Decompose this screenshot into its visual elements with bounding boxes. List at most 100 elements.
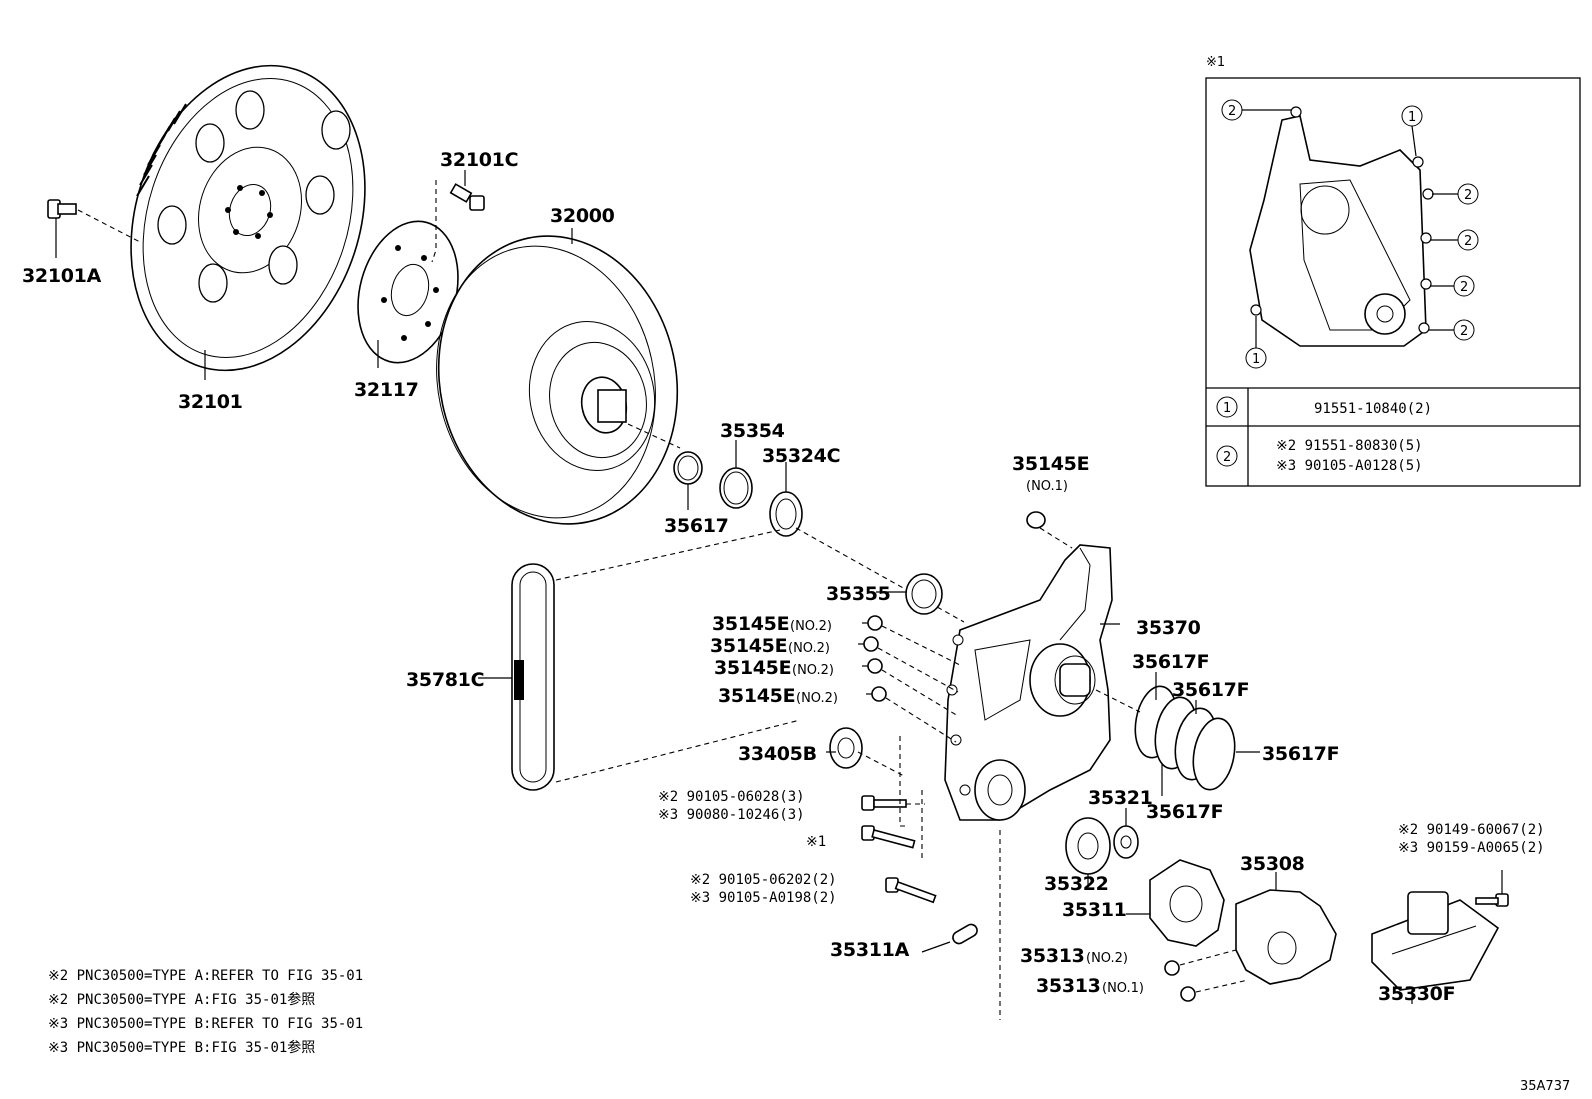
part-labels: 32101A 32101 32117 32101C 32000 35354 35… bbox=[22, 149, 1545, 1005]
callout-2-icon: 2 bbox=[1428, 319, 1475, 341]
callout-2-icon: 2 bbox=[1221, 99, 1292, 121]
label-35311: 35311 bbox=[1062, 899, 1127, 921]
pump-cover-35311[interactable] bbox=[1126, 859, 1225, 947]
label-35313-no1-sub: (NO.1) bbox=[1102, 981, 1144, 996]
label-35617F-4: 35617F bbox=[1146, 801, 1223, 823]
label-32101: 32101 bbox=[178, 391, 243, 413]
inset-panel: ※1 2 bbox=[1205, 55, 1581, 487]
pin-35311A[interactable] bbox=[921, 830, 1001, 1020]
label-35313-no2-sub: (NO.2) bbox=[1086, 951, 1128, 966]
callout-1-icon: 1 bbox=[1245, 316, 1267, 369]
inset-title: ※1 bbox=[1206, 55, 1225, 70]
svg-text:2: 2 bbox=[1460, 324, 1468, 339]
label-35324C: 35324C bbox=[762, 445, 840, 467]
label-bolt-c2: ※3 90105-A0198(2) bbox=[690, 890, 837, 906]
label-35617F-3: 35617F bbox=[1262, 743, 1339, 765]
table-row-2-value-a: ※2 91551-80830(5) bbox=[1276, 438, 1423, 454]
label-35145E-a: 35145E bbox=[712, 613, 789, 635]
callout-1-icon: 1 bbox=[1401, 105, 1423, 157]
inset-table: 1 91551-10840(2) 2 ※2 91551-80830(5) ※3 … bbox=[1216, 396, 1432, 474]
gear-35322[interactable] bbox=[1065, 817, 1111, 888]
table-key-1-icon: 1 bbox=[1216, 396, 1238, 418]
svg-text:2: 2 bbox=[1464, 234, 1472, 249]
bolt-x1[interactable] bbox=[861, 790, 923, 859]
plug-35145E-no1[interactable] bbox=[1026, 511, 1073, 549]
svg-text:1: 1 bbox=[1408, 110, 1416, 125]
inset-pump-drawing bbox=[1249, 106, 1434, 347]
pump-body-35370[interactable] bbox=[944, 544, 1120, 821]
plate-32117[interactable] bbox=[343, 210, 473, 374]
label-35313-no1: 35313 bbox=[1036, 975, 1101, 997]
note-3: ※3 PNC30500=TYPE B:REFER TO FIG 35-01 bbox=[48, 1016, 363, 1032]
label-bolt-d2: ※3 90159-A0065(2) bbox=[1398, 840, 1545, 856]
label-35145E-no1: 35145E bbox=[1012, 453, 1089, 475]
svg-text:1: 1 bbox=[1252, 352, 1260, 367]
svg-text:2: 2 bbox=[1228, 104, 1236, 119]
label-32000: 32000 bbox=[550, 205, 615, 227]
bolt-90105-06028[interactable] bbox=[861, 736, 925, 827]
label-bolt-a1: ※2 90105-06028(3) bbox=[658, 789, 805, 805]
label-bolt-c1: ※2 90105-06202(2) bbox=[690, 872, 837, 888]
torque-converter-32000[interactable] bbox=[412, 214, 704, 547]
sprocket-35324C[interactable] bbox=[769, 462, 803, 537]
svg-text:2: 2 bbox=[1464, 188, 1472, 203]
label-35355: 35355 bbox=[826, 583, 891, 605]
label-35617F-1: 35617F bbox=[1132, 651, 1209, 673]
bolt-90105-06202[interactable] bbox=[885, 877, 937, 904]
bolt-32101C[interactable] bbox=[431, 170, 485, 263]
callout-2-icon: 2 bbox=[1430, 229, 1479, 251]
gear-35321[interactable] bbox=[1113, 808, 1139, 859]
label-35370: 35370 bbox=[1136, 617, 1201, 639]
svg-text:1: 1 bbox=[1223, 401, 1231, 416]
chain-35781C[interactable] bbox=[478, 527, 965, 791]
seal-rings-35617F[interactable] bbox=[1095, 672, 1260, 796]
note-1: ※2 PNC30500=TYPE A:REFER TO FIG 35-01 bbox=[48, 968, 363, 984]
label-35617: 35617 bbox=[664, 515, 729, 537]
label-35145E-no1-sub: (NO.1) bbox=[1026, 479, 1068, 494]
label-bolt-d1: ※2 90149-60067(2) bbox=[1398, 822, 1545, 838]
plug-35313-no2[interactable] bbox=[1164, 949, 1237, 976]
svg-text:2: 2 bbox=[1460, 280, 1468, 295]
callout-2-icon: 2 bbox=[1432, 183, 1479, 205]
bolt-90149-60067[interactable] bbox=[1475, 870, 1509, 907]
table-row-2-value-b: ※3 90105-A0128(5) bbox=[1276, 458, 1423, 474]
label-no2-d: (NO.2) bbox=[796, 691, 838, 706]
plug-35313-no1[interactable] bbox=[1180, 979, 1249, 1002]
label-no2-c: (NO.2) bbox=[792, 663, 834, 678]
label-bolt-x1: ※1 bbox=[806, 834, 826, 850]
label-35311A: 35311A bbox=[830, 939, 910, 961]
label-35145E-d: 35145E bbox=[718, 685, 795, 707]
table-key-2-icon: 2 bbox=[1216, 445, 1238, 467]
label-35354: 35354 bbox=[720, 420, 785, 442]
note-4: ※3 PNC30500=TYPE B:FIG 35-01参照 bbox=[48, 1039, 315, 1056]
table-row-1-value: 91551-10840(2) bbox=[1314, 401, 1432, 417]
label-35322: 35322 bbox=[1044, 873, 1109, 895]
label-35145E-b: 35145E bbox=[710, 635, 787, 657]
gear-33405B[interactable] bbox=[826, 727, 905, 777]
snap-ring-35354[interactable] bbox=[719, 440, 753, 509]
label-33405B: 33405B bbox=[738, 743, 817, 765]
label-35330F: 35330F bbox=[1378, 983, 1455, 1005]
figure-code: 35A737 bbox=[1520, 1079, 1570, 1094]
label-no2-a: (NO.2) bbox=[790, 619, 832, 634]
bolt-32101A[interactable] bbox=[47, 199, 141, 258]
label-32117: 32117 bbox=[354, 379, 419, 401]
inset-callouts: 2 1 2 2 2 bbox=[1221, 99, 1479, 369]
callout-2-icon: 2 bbox=[1430, 275, 1475, 297]
label-32101C: 32101C bbox=[440, 149, 518, 171]
drive-plate-32101[interactable] bbox=[93, 35, 402, 401]
label-32101A: 32101A bbox=[22, 265, 102, 287]
label-no2-b: (NO.2) bbox=[788, 641, 830, 656]
label-bolt-a2: ※3 90080-10246(3) bbox=[658, 807, 805, 823]
label-35321: 35321 bbox=[1088, 787, 1153, 809]
clip-35355[interactable] bbox=[876, 573, 943, 615]
label-35313-no2: 35313 bbox=[1020, 945, 1085, 967]
housing-35308[interactable] bbox=[1235, 872, 1337, 985]
strainer-35330F[interactable] bbox=[1371, 891, 1500, 1004]
plugs-35145E-no2[interactable] bbox=[858, 615, 963, 743]
footnotes: ※2 PNC30500=TYPE A:REFER TO FIG 35-01 ※2… bbox=[48, 968, 363, 1056]
o-ring-35617[interactable] bbox=[673, 451, 703, 510]
label-35617F-2: 35617F bbox=[1172, 679, 1249, 701]
note-2: ※2 PNC30500=TYPE A:FIG 35-01参照 bbox=[48, 991, 315, 1008]
